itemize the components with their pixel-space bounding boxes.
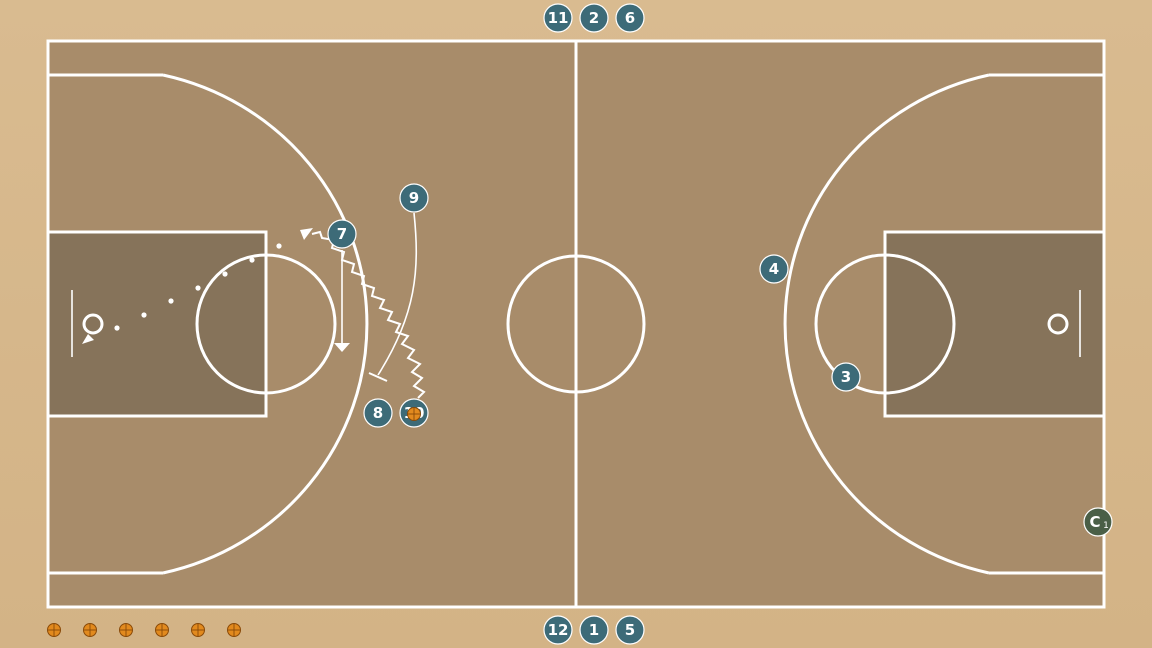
left-key [46, 230, 268, 418]
screen-bar [368, 372, 388, 382]
dribble-arrowhead [300, 228, 313, 240]
right-rim [1047, 313, 1069, 335]
basketball-icon[interactable] [155, 623, 169, 637]
pass-dotted-line [114, 243, 282, 331]
player-5[interactable]: 5 [615, 615, 645, 645]
basketball-icon[interactable] [83, 623, 97, 637]
pass-arrowhead [82, 334, 94, 344]
svg-text:4: 4 [769, 260, 779, 278]
player-9[interactable]: 9 [399, 183, 429, 213]
svg-text:2: 2 [589, 9, 599, 27]
right-half-markings [783, 73, 1106, 575]
svg-text:7: 7 [337, 225, 347, 243]
right-paint [885, 232, 1104, 416]
svg-text:12: 12 [548, 621, 569, 639]
svg-text:6: 6 [625, 9, 635, 27]
basketball-icon[interactable] [227, 623, 241, 637]
right-key [883, 230, 1106, 418]
player-11[interactable]: 11 [543, 3, 573, 33]
player-3[interactable]: 3 [831, 362, 861, 392]
player-7[interactable]: 7 [327, 219, 357, 249]
player-4[interactable]: 4 [759, 254, 789, 284]
basketball-icon[interactable] [47, 623, 61, 637]
ball-with-player-10 [407, 407, 421, 421]
svg-text:5: 5 [625, 621, 635, 639]
player-6[interactable]: 6 [615, 3, 645, 33]
coach-marker[interactable]: C 1 [1083, 507, 1113, 537]
player-1[interactable]: 1 [579, 615, 609, 645]
left-rim [82, 313, 104, 335]
dribble-path [311, 230, 426, 399]
left-paint [48, 232, 266, 416]
svg-text:C: C [1089, 513, 1100, 531]
basketball-icon[interactable] [191, 623, 205, 637]
right-three-point-arc [783, 73, 990, 575]
left-half-markings [46, 73, 369, 575]
player-2[interactable]: 2 [579, 3, 609, 33]
center-circle [506, 254, 646, 394]
svg-text:8: 8 [373, 404, 383, 422]
svg-text:11: 11 [548, 9, 569, 27]
left-three-point-arc [162, 73, 369, 575]
players: 11 2 6 12 1 5 9 7 8 10 4 3 C 1 [327, 3, 1113, 645]
play-annotations [82, 212, 426, 399]
cut-arrowhead-7 [334, 343, 350, 352]
basketball-icon[interactable] [119, 623, 133, 637]
player-8[interactable]: 8 [363, 398, 393, 428]
ball-rack [47, 623, 241, 637]
svg-text:9: 9 [409, 189, 419, 207]
svg-text:1: 1 [589, 621, 599, 639]
left-ft-circle [195, 253, 337, 395]
screen-path-9 [377, 212, 418, 376]
svg-text:1: 1 [1103, 521, 1109, 531]
svg-text:3: 3 [841, 368, 851, 386]
player-12[interactable]: 12 [543, 615, 573, 645]
right-ft-circle [814, 253, 956, 395]
